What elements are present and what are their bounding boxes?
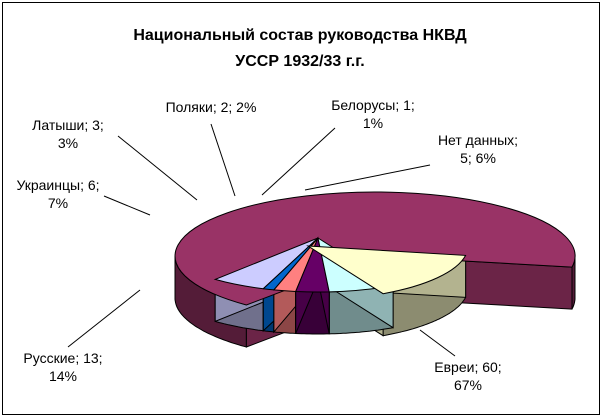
slice-label-no-data-line-2: 5; 6% (460, 150, 496, 166)
leader-line-russians (67, 289, 141, 348)
slice-label-ukrainians-line-2: 7% (48, 195, 68, 211)
slice-label-belarusians-line-2: 1% (363, 115, 383, 131)
leader-line-latvians (117, 135, 198, 201)
slice-label-no-data-line-1: Нет данных; (438, 132, 518, 148)
leader-line-belarusians (261, 127, 336, 196)
slice-label-jews-line-2: 67% (454, 377, 482, 393)
slice-label-latvians-line-2: 3% (58, 135, 78, 151)
leader-line-no-data (304, 164, 431, 191)
slice-label-russians-line-2: 14% (49, 368, 77, 384)
slice-label-russians-line-1: Русские; 13; (23, 350, 102, 366)
leader-line-poles (210, 123, 236, 197)
slice-label-belarusians-line-1: Белорусы; 1; (331, 97, 415, 113)
slice-labels: Евреи; 60; 67% Нет данных; 5; 6% Белорусы; 1… (16, 97, 518, 393)
slice-label-poles-line-1: Поляки; 2; 2% (166, 99, 257, 115)
leader-line-ukrainians (103, 195, 151, 216)
chart-title-line-1: Национальный состав руководства НКВД (133, 27, 467, 44)
slice-russians (306, 245, 467, 295)
leader-line-jews (419, 329, 456, 357)
slice-label-latvians-line-1: Латыши; 3; (32, 117, 104, 133)
slice-label-jews-line-1: Евреи; 60; (434, 359, 501, 375)
slice-label-ukrainians-line-1: Украинцы; 6; (16, 177, 99, 193)
chart-title-line-2: УССР 1932/33 г.г. (235, 53, 364, 70)
leader-lines (67, 123, 456, 357)
pie-top-layer (174, 191, 576, 306)
